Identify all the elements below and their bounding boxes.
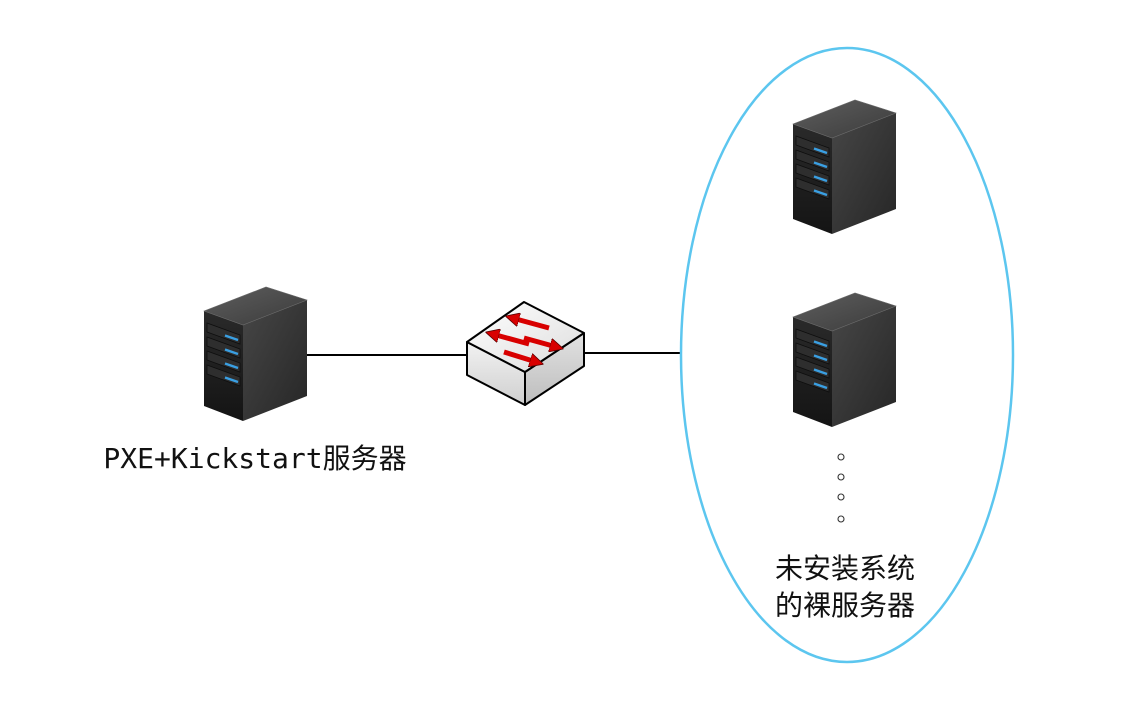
- more-servers-ellipsis: [837, 453, 845, 523]
- arrow-right-icon: [523, 335, 553, 346]
- switch-icon: [466, 301, 585, 406]
- bare-server-icon-2: [791, 291, 898, 429]
- bare-server-label-line-1: 未安装系统: [775, 552, 915, 585]
- bare-server-icon-1: [791, 98, 898, 236]
- ellipsis-dot: [837, 473, 845, 481]
- bare-server-label-line-2: 的裸服务器: [775, 589, 915, 622]
- pxe-server-icon: [202, 285, 309, 423]
- arrow-left-icon: [516, 319, 550, 331]
- ellipsis-dot: [837, 515, 845, 523]
- ellipsis-dot: [837, 453, 845, 461]
- pxe-server-label: PXE+Kickstart服务器: [103, 442, 406, 475]
- arrow-left-icon: [496, 335, 530, 347]
- switch-arrows: [496, 319, 553, 361]
- arrow-right-icon: [503, 349, 533, 361]
- ellipsis-dot: [837, 493, 845, 501]
- bare-server-group-outline: [679, 46, 1015, 664]
